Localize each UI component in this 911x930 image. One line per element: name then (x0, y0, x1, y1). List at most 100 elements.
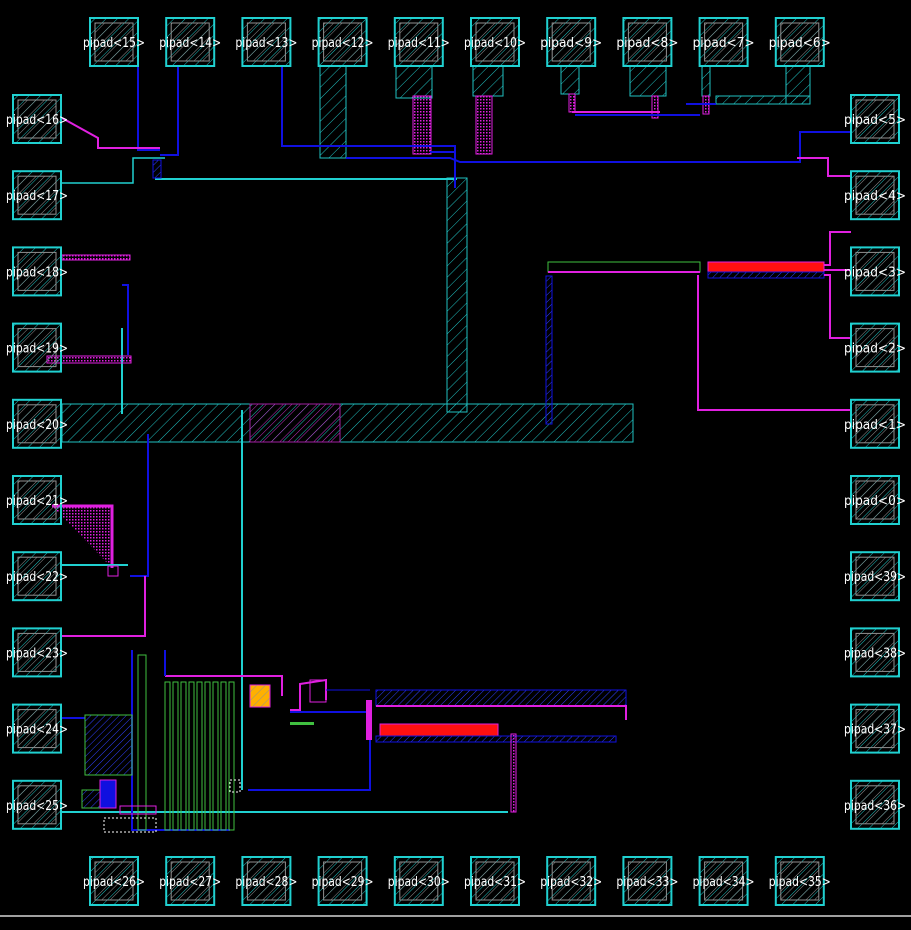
pad-label: pipad<22> (6, 570, 68, 585)
pad-inner (399, 22, 439, 62)
pad-label: pipad<24> (6, 723, 68, 738)
pad-inner (17, 328, 57, 368)
pad-inner (780, 861, 820, 901)
core-routing (46, 65, 851, 833)
main-bus[interactable] (61, 403, 634, 443)
pad-right-1[interactable]: pipad<4> (844, 170, 906, 221)
pad-inner (170, 861, 210, 901)
pad-bottom-2[interactable]: pipad<28> (235, 856, 297, 906)
pad-bottom-0[interactable]: pipad<26> (83, 856, 145, 906)
pad-right-3[interactable]: pipad<2> (844, 322, 906, 373)
pad-inner (17, 709, 57, 749)
pad-top-6[interactable]: pipad<9> (540, 17, 602, 67)
pad-bottom-6[interactable]: pipad<32> (540, 856, 602, 906)
pad-inner (475, 861, 515, 901)
pad-right-4[interactable]: pipad<1> (844, 398, 906, 449)
pad-bottom-5[interactable]: pipad<31> (464, 856, 526, 906)
pad-top-5[interactable]: pipad<10> (464, 17, 526, 67)
pad-inner (855, 328, 895, 368)
pad-top-1[interactable]: pipad<14> (159, 17, 221, 67)
pad-right-7[interactable]: pipad<38> (844, 627, 906, 678)
pad-inner (246, 861, 286, 901)
pad-label: pipad<0> (844, 494, 906, 509)
transistor-array (164, 681, 235, 831)
pad-inner (475, 22, 515, 62)
pad-inner (627, 861, 667, 901)
pad-inner (246, 22, 286, 62)
pad-top-8[interactable]: pipad<7> (693, 17, 755, 67)
pad-inner (17, 785, 57, 825)
pad-bottom-8[interactable]: pipad<34> (693, 856, 755, 906)
pad-inner (551, 22, 591, 62)
pad-label: pipad<14> (159, 36, 221, 51)
pad-bottom-4[interactable]: pipad<30> (388, 856, 450, 906)
pad-label: pipad<2> (844, 342, 906, 357)
pad-left-7[interactable]: pipad<23> (6, 627, 68, 678)
bus-via-block (249, 403, 341, 443)
pad-inner (17, 556, 57, 596)
pad-label: pipad<39> (844, 570, 906, 585)
pad-left-9[interactable]: pipad<25> (6, 779, 68, 830)
pad-label: pipad<1> (844, 418, 906, 433)
pad-label: pipad<35> (769, 875, 831, 890)
pad-top-3[interactable]: pipad<12> (312, 17, 374, 67)
pad-top-4[interactable]: pipad<11> (388, 17, 450, 67)
pad-inner (780, 22, 820, 62)
pad-inner (855, 480, 895, 520)
pad-label: pipad<27> (159, 875, 221, 890)
pad-label: pipad<13> (235, 36, 297, 51)
pad-inner (17, 632, 57, 672)
pad-label: pipad<12> (312, 36, 374, 51)
pad-left-5[interactable]: pipad<21> (6, 475, 68, 525)
pad-label: pipad<21> (6, 494, 68, 509)
pad-top-2[interactable]: pipad<13> (235, 17, 297, 67)
pad-label: pipad<7> (693, 36, 755, 51)
pad-top-0[interactable]: pipad<15> (83, 17, 145, 67)
pad-right-5[interactable]: pipad<0> (844, 475, 906, 525)
pad-bottom-3[interactable]: pipad<29> (312, 856, 374, 906)
pad-right-9[interactable]: pipad<36> (844, 779, 906, 830)
pad-inner (170, 22, 210, 62)
pad-label: pipad<8> (616, 36, 678, 51)
pad-bottom-9[interactable]: pipad<35> (769, 856, 831, 906)
pad-label: pipad<31> (464, 875, 526, 890)
pad-inner (399, 861, 439, 901)
pad-top-7[interactable]: pipad<8> (616, 17, 678, 67)
pad-left-1[interactable]: pipad<17> (6, 170, 68, 221)
pad-inner (855, 785, 895, 825)
pad-left-2[interactable]: pipad<18> (6, 246, 68, 297)
pad-label: pipad<32> (540, 875, 602, 890)
pad-left-8[interactable]: pipad<24> (6, 703, 68, 754)
pad-inner (855, 632, 895, 672)
pad-label: pipad<18> (6, 265, 68, 280)
pad-label: pipad<3> (844, 265, 906, 280)
pad-label: pipad<6> (769, 36, 831, 51)
pad-left-6[interactable]: pipad<22> (6, 551, 68, 602)
pad-label: pipad<23> (6, 646, 68, 661)
pad-label: pipad<30> (388, 875, 450, 890)
pad-inner (704, 22, 744, 62)
pad-top-9[interactable]: pipad<6> (769, 17, 831, 67)
pad-label: pipad<28> (235, 875, 297, 890)
pad-right-0[interactable]: pipad<5> (844, 94, 906, 144)
pad-inner (551, 861, 591, 901)
pad-left-4[interactable]: pipad<20> (6, 398, 68, 449)
pad-inner (17, 404, 57, 444)
vertical-bus[interactable] (446, 177, 468, 413)
pad-inner (855, 251, 895, 291)
pad-bottom-1[interactable]: pipad<27> (159, 856, 221, 906)
pad-right-6[interactable]: pipad<39> (844, 551, 906, 602)
pad-bottom-7[interactable]: pipad<33> (616, 856, 678, 906)
pad-label: pipad<37> (844, 723, 906, 738)
pad-right-8[interactable]: pipad<37> (844, 703, 906, 754)
pad-left-0[interactable]: pipad<16> (6, 94, 68, 144)
pad-label: pipad<15> (83, 36, 145, 51)
pad-inner (17, 251, 57, 291)
pad-inner (94, 861, 134, 901)
pad-left-3[interactable]: pipad<19> (6, 322, 68, 373)
pad-label: pipad<16> (6, 113, 68, 128)
pad-label: pipad<26> (83, 875, 145, 890)
pad-right-2[interactable]: pipad<3> (844, 246, 906, 297)
pad-inner (855, 556, 895, 596)
